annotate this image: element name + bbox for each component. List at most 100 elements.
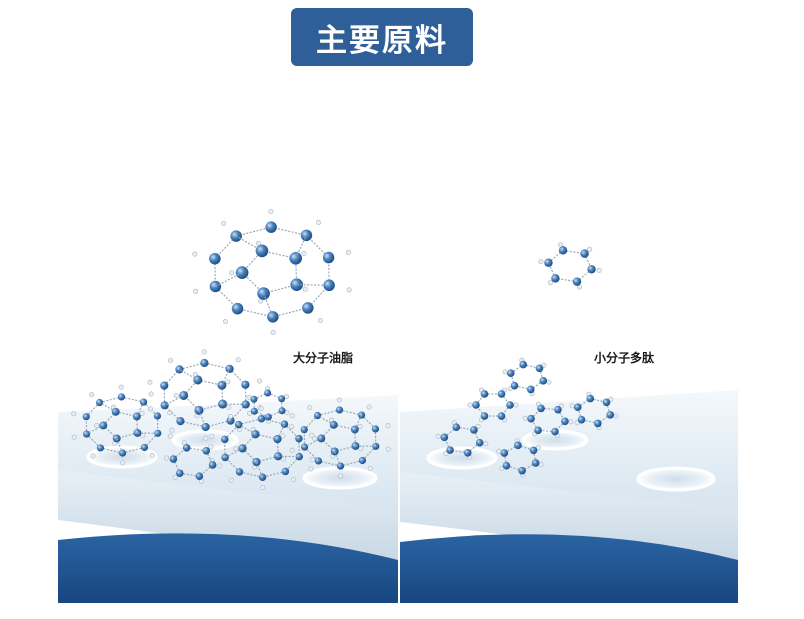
bond	[296, 284, 330, 286]
atom	[440, 433, 449, 442]
bond	[136, 401, 145, 417]
hydrogen	[226, 404, 232, 410]
hydrogen	[366, 404, 372, 410]
atom	[281, 467, 290, 476]
hydrogen	[221, 221, 227, 227]
bond	[164, 394, 184, 406]
hydrogen	[233, 446, 239, 452]
hydrogen	[203, 435, 209, 441]
atom	[551, 427, 559, 436]
bond	[339, 409, 362, 416]
atom	[480, 412, 489, 420]
atom	[278, 395, 286, 403]
title-badge: 主要原料	[291, 8, 473, 66]
hydrogen	[308, 466, 314, 472]
atom	[573, 403, 582, 412]
atom	[506, 401, 514, 409]
atom	[470, 426, 478, 434]
atom	[544, 258, 553, 267]
bond	[295, 235, 308, 259]
atom	[514, 441, 522, 450]
title-text: 主要原料	[316, 22, 448, 59]
atom	[329, 420, 338, 429]
bond	[506, 465, 523, 472]
atom	[202, 446, 211, 455]
hydrogen	[317, 317, 323, 323]
atom	[257, 415, 266, 423]
hydrogen	[89, 392, 95, 398]
bond	[340, 459, 363, 467]
bond	[236, 226, 272, 237]
bond	[172, 458, 181, 474]
bond	[318, 460, 341, 467]
bond	[517, 444, 534, 451]
hydrogen	[357, 423, 363, 429]
skin-block-right	[400, 390, 738, 603]
hydrogen	[289, 413, 295, 419]
hydrogen	[502, 369, 508, 375]
atom	[314, 457, 323, 465]
atom	[160, 381, 169, 390]
atom	[446, 446, 454, 454]
atom	[518, 466, 526, 475]
hydrogen	[90, 453, 96, 459]
bond	[121, 396, 144, 403]
atom	[577, 415, 586, 424]
atom	[226, 416, 235, 425]
atom	[154, 429, 162, 437]
atom	[472, 401, 480, 409]
hydrogen	[513, 402, 519, 408]
hydrogen	[301, 251, 307, 257]
atom	[534, 426, 542, 435]
bond	[180, 420, 206, 428]
bond	[272, 307, 308, 318]
hydrogen	[312, 436, 318, 442]
bond	[99, 396, 122, 404]
atom	[290, 278, 304, 291]
atom	[278, 407, 286, 415]
bond	[510, 364, 524, 374]
hydrogen	[443, 451, 449, 457]
bond	[239, 471, 263, 478]
atom	[535, 364, 544, 373]
atom	[117, 393, 126, 401]
hydrogen	[260, 484, 266, 490]
bond	[215, 272, 243, 287]
bond	[255, 461, 264, 478]
hydrogen	[229, 477, 235, 483]
atom	[231, 302, 244, 315]
hydrogen	[140, 433, 146, 439]
atom	[209, 280, 222, 293]
hydrogen	[385, 423, 391, 429]
hydrogen	[227, 413, 233, 419]
atom	[602, 398, 611, 407]
atom	[502, 461, 511, 470]
atom	[593, 419, 602, 428]
hydrogen	[120, 460, 126, 466]
hydrogen	[216, 463, 222, 469]
atom	[179, 390, 189, 400]
atom	[208, 461, 217, 469]
hydrogen	[596, 267, 602, 273]
bond	[253, 392, 268, 400]
hydrogen	[281, 456, 287, 462]
atom	[500, 449, 509, 457]
hydrogen	[167, 433, 173, 439]
hydrogen	[229, 270, 235, 276]
atom	[96, 444, 105, 452]
hydrogen	[235, 357, 241, 363]
hydrogen	[209, 433, 215, 439]
hydrogen	[280, 433, 286, 439]
atom	[554, 405, 562, 414]
atom	[264, 389, 272, 397]
atom	[250, 395, 258, 403]
hydrogen	[309, 457, 315, 463]
hydrogen	[302, 286, 308, 292]
atom	[510, 381, 519, 390]
atom	[322, 251, 335, 264]
hydrogen	[118, 384, 124, 390]
hydrogen	[538, 259, 544, 265]
hydrogen	[496, 448, 502, 454]
atom	[175, 469, 184, 478]
bond	[317, 414, 335, 426]
